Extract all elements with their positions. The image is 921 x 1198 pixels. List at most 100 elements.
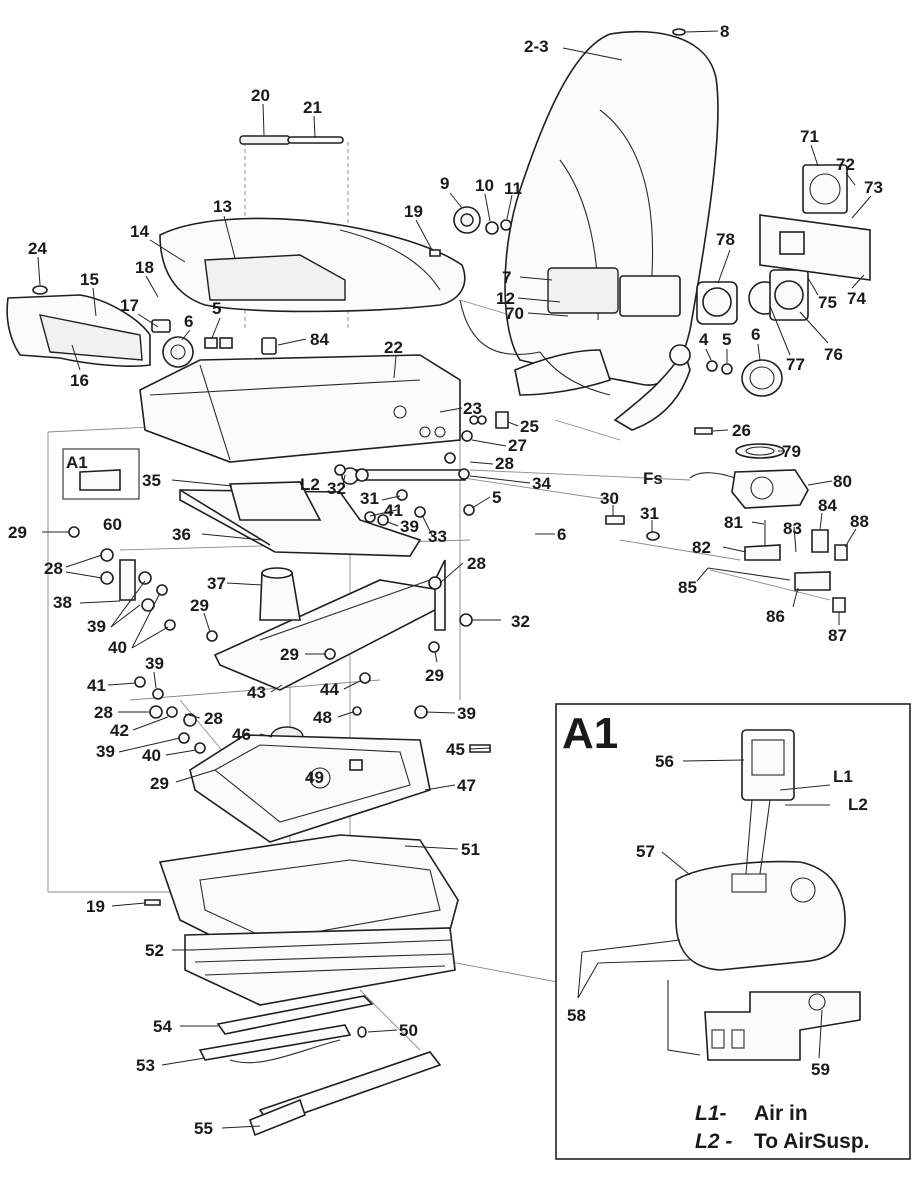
callout-19-bottom: 19 — [86, 897, 105, 916]
callout-13: 13 — [213, 197, 232, 216]
callout-53: 53 — [136, 1056, 155, 1075]
callout-29-mid: 29 — [190, 596, 209, 615]
callout-38: 38 — [53, 593, 72, 612]
callout-6-armrest: 6 — [184, 312, 193, 331]
callout-2-3: 2-3 — [524, 37, 549, 56]
seat-cushion — [159, 217, 466, 313]
callout-41-lower: 41 — [87, 676, 106, 695]
callout-72: 72 — [836, 155, 855, 174]
line-tag-l2: L2 — [300, 475, 320, 494]
callout-28-left: 28 — [44, 559, 63, 578]
callout-78: 78 — [716, 230, 735, 249]
callout-31-right: 31 — [640, 504, 659, 523]
callout-16: 16 — [70, 371, 89, 390]
leader-lines — [37, 30, 872, 1129]
small-hardware — [68, 249, 713, 1038]
callout-21: 21 — [303, 98, 322, 117]
callout-29-bottom: 29 — [150, 774, 169, 793]
callout-40-top: 40 — [108, 638, 127, 657]
slide-rails — [198, 995, 442, 1137]
legend-l1-text: Air in — [754, 1102, 808, 1125]
gas-spring — [239, 135, 344, 145]
callout-56: 56 — [655, 752, 674, 771]
callout-4: 4 — [699, 330, 709, 349]
callout-39-bottom: 39 — [96, 742, 115, 761]
callout-6-backrest: 6 — [751, 325, 760, 344]
detail-a1-label: A1 — [66, 453, 88, 472]
callout-20: 20 — [251, 86, 270, 105]
callout-42: 42 — [110, 721, 129, 740]
lumbar-controls — [696, 164, 871, 397]
callout-32-top: 32 — [327, 479, 346, 498]
callout-39-mid: 39 — [400, 517, 419, 536]
callout-23: 23 — [463, 399, 482, 418]
callout-32-right: 32 — [511, 612, 530, 631]
air-supply-label: Fs — [643, 469, 663, 488]
callout-5-armrest: 5 — [212, 299, 221, 318]
callout-39-lower: 39 — [145, 654, 164, 673]
callout-71: 71 — [800, 127, 819, 146]
legend-l2-code: L2 - — [695, 1130, 732, 1153]
callout-18: 18 — [135, 258, 154, 277]
callout-12: 12 — [496, 289, 515, 308]
callout-26: 26 — [732, 421, 751, 440]
callout-28-right: 28 — [467, 554, 486, 573]
callout-57: 57 — [636, 842, 655, 861]
callout-41-mid: 41 — [384, 501, 403, 520]
callout-60: 60 — [103, 515, 122, 534]
callout-9: 9 — [440, 174, 449, 193]
callout-83: 83 — [783, 519, 802, 538]
callout-86: 86 — [766, 607, 785, 626]
callout-43: 43 — [247, 683, 266, 702]
callout-50: 50 — [399, 1021, 418, 1040]
seat-frame — [139, 354, 461, 463]
guide-lines — [47, 142, 831, 1051]
callout-31-mid: 31 — [360, 489, 379, 508]
callout-37: 37 — [207, 574, 226, 593]
callout-34: 34 — [532, 474, 551, 493]
callout-6-lower: 6 — [557, 525, 566, 544]
callout-28-top: 28 — [495, 454, 514, 473]
callout-84-seat: 84 — [310, 330, 329, 349]
callout-75: 75 — [818, 293, 837, 312]
callout-numbers: 2-3 8 20 21 71 72 73 9 10 11 19 13 14 24… — [8, 22, 883, 1138]
callout-28-lower-right: 28 — [204, 709, 223, 728]
mounting-tray — [158, 834, 459, 1006]
inset-title: A1 — [562, 709, 618, 758]
callout-24: 24 — [28, 239, 47, 258]
callout-10: 10 — [475, 176, 494, 195]
callout-79: 79 — [782, 442, 801, 461]
inset-line-tag-1: L1 — [833, 767, 853, 786]
callout-7: 7 — [502, 268, 511, 287]
callout-39-right: 39 — [457, 704, 476, 723]
callout-45: 45 — [446, 740, 465, 759]
backrest-assembly — [459, 30, 719, 431]
callout-22: 22 — [384, 338, 403, 357]
legend-l2-text: To AirSusp. — [754, 1130, 870, 1153]
callout-74: 74 — [847, 289, 866, 308]
pneumatic-controls — [689, 443, 848, 613]
callout-36: 36 — [172, 525, 191, 544]
callout-85: 85 — [678, 578, 697, 597]
callout-70: 70 — [505, 304, 524, 323]
callout-58: 58 — [567, 1006, 586, 1025]
callout-88: 88 — [850, 512, 869, 531]
callout-77: 77 — [786, 355, 805, 374]
callout-49: 49 — [305, 768, 324, 787]
callout-44: 44 — [320, 680, 339, 699]
callout-35: 35 — [142, 471, 161, 490]
callout-33: 33 — [428, 527, 447, 546]
callout-39-left: 39 — [87, 617, 106, 636]
inset-a1: A1 L1 L2 L1- Air in L2 - To AirSusp. — [555, 703, 911, 1160]
callout-28-lower-left: 28 — [94, 703, 113, 722]
callout-17: 17 — [120, 296, 139, 315]
callout-82: 82 — [692, 538, 711, 557]
callout-59: 59 — [811, 1060, 830, 1079]
backrest-small-parts — [453, 28, 686, 235]
detail-a1-marker: A1 60 — [62, 448, 140, 534]
callout-47: 47 — [457, 776, 476, 795]
callout-84-right: 84 — [818, 496, 837, 515]
callout-19-top: 19 — [404, 202, 423, 221]
callout-73: 73 — [864, 178, 883, 197]
